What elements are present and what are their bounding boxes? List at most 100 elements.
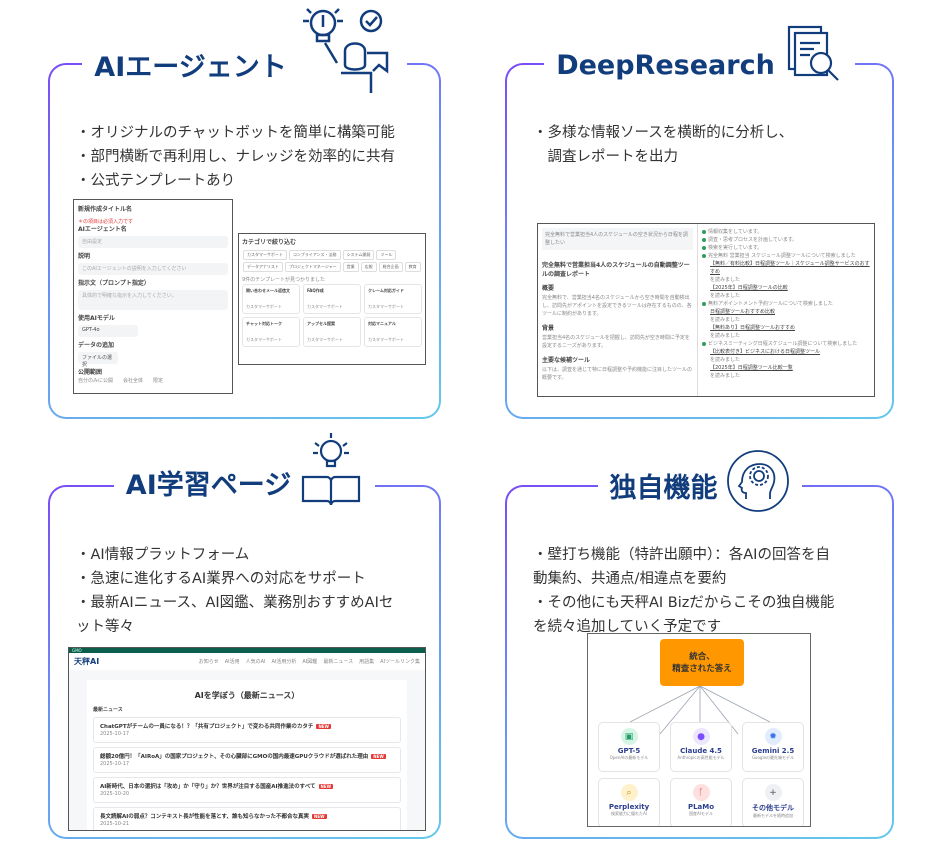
template-card-title: 対応マニュアル — [368, 321, 396, 326]
card-unique-features: 独自機能 ・壁打ち機能（特許出願中）：各AIの回答を自 動集約、共通点/相違点を… — [505, 450, 894, 839]
search-icon: ⌕ — [620, 784, 638, 801]
model-select[interactable]: GPT-4o — [78, 325, 138, 337]
read-note: を読みました — [710, 373, 741, 379]
data-label: データの追加 — [78, 342, 115, 349]
research-step: ビジネスミーティング日程スケジュール調整について検索しました — [702, 340, 870, 348]
nav-link[interactable]: AI活用 — [224, 658, 240, 665]
news-title-text: 長文読解AIの弱点？コンテキスト長が性能を落とす、誰も知らなかった不都合な真実 — [100, 814, 310, 820]
filter-chip[interactable]: カスタマーサポート — [243, 250, 287, 260]
lightbulb-book-icon — [302, 433, 361, 506]
plus-icon: + — [764, 784, 782, 801]
template-card-tag: カスタマーサポート — [368, 337, 404, 342]
model-desc: Googleの最先端モデル — [751, 755, 795, 760]
desc-input[interactable]: このAIエージェントの説明を入力してください — [78, 263, 228, 275]
research-query: 完全無料で営業担当4人のスケジュールの空き状況から日程を調整したい — [542, 228, 693, 250]
name-label: AIエージェント名 — [78, 226, 127, 233]
bullet: 調査レポートを出力 — [533, 149, 678, 165]
report-title: 完全無料で営業担当4人のスケジュールの自動調整ツールの調査レポート — [542, 262, 690, 278]
template-card[interactable]: 問い合わせメール返信文カスタマーサポート — [242, 284, 300, 314]
model-name: その他モデル — [752, 804, 794, 812]
filter-chip[interactable]: 営業 — [342, 262, 359, 272]
source-link[interactable]: 日程調整ツールおすすめ比較 — [710, 309, 776, 315]
model-desc: OpenAIの最新モデル — [609, 755, 649, 760]
filter-chip[interactable]: 広報 — [360, 262, 377, 272]
filter-chip[interactable]: 教育 — [404, 262, 421, 272]
news-title: AI新時代、日本の選択は「攻め」か「守り」か？世界が注目する国産AI推進法のすべ… — [100, 782, 394, 790]
news-item[interactable]: AI新時代、日本の選択は「攻め」か「守り」か？世界が注目する国産AI推進法のすべ… — [93, 777, 401, 803]
news-date: 2025-10-20 — [100, 791, 130, 797]
template-card[interactable]: アップセル提案カスタマーサポート — [303, 317, 361, 347]
step-done-icon — [702, 302, 706, 306]
template-card[interactable]: FAQ作成カスタマーサポート — [303, 284, 361, 314]
section-text: 完全無料で、営業担当4名のスケジュールから空き時間を自動検出し、訪問先がアポイン… — [542, 295, 692, 317]
card-title: DeepResearch — [556, 50, 775, 81]
template-card[interactable]: 対応マニュアルカスタマーサポート — [364, 317, 422, 347]
research-step: 検索を実行しています。 — [702, 244, 870, 252]
nav-link[interactable]: 用語集 — [359, 658, 375, 665]
news-item[interactable]: ChatGPTがチームの一員になる！？「共有プロジェクト」で変わる共同作業のカタ… — [93, 717, 401, 743]
brand-logo[interactable]: 天秤AI — [74, 657, 100, 666]
name-input[interactable]: 自由設定 — [78, 236, 228, 248]
card-title: AIエージェント — [94, 52, 287, 83]
model-label: 使用AIモデル — [78, 315, 115, 322]
section-heading: 主要な候補ツール — [542, 357, 591, 364]
bullet: ・その他にも天秤AI Bizだからこその独自機能 — [533, 595, 835, 611]
bullet: を続々追加していく予定です — [533, 619, 722, 635]
template-card[interactable]: クレーム対応ガイドカスタマーサポート — [364, 284, 422, 314]
scope-radio[interactable]: 会社全体 — [123, 378, 144, 384]
filter-chip[interactable]: データアナリスト — [243, 262, 283, 272]
nav-link[interactable]: AI活用分析 — [271, 658, 297, 665]
template-card-tag: カスタマーサポート — [307, 337, 343, 342]
source-link[interactable]: 【比較表付き】ビジネスにおける日程調整ツール — [710, 349, 821, 355]
nav-link[interactable]: AI図鑑 — [302, 658, 318, 665]
page-heading: AIを学ぼう（最新ニュース） — [194, 691, 300, 700]
nav-link[interactable]: AIツールリンク集 — [380, 658, 420, 665]
template-card-title: アップセル提案 — [307, 321, 335, 326]
filter-chip[interactable]: システム開発 — [342, 250, 375, 260]
card-title: AI学習ページ — [125, 470, 292, 501]
filter-chip[interactable]: 総合企画 — [378, 262, 403, 272]
news-title: ChatGPTがチームの一員になる！？「共有プロジェクト」で変わる共同作業のカタ… — [100, 722, 394, 730]
nav-link[interactable]: お知らせ — [198, 658, 219, 665]
bullet: ・AI情報プラットフォーム — [76, 547, 250, 563]
read-note: を読みました — [710, 277, 741, 283]
scope-radio[interactable]: 限定 — [153, 378, 164, 384]
model-desc: Anthropicの高性能モデル — [677, 755, 725, 760]
brain-icon: ● — [692, 728, 710, 745]
step-done-icon — [702, 342, 706, 346]
scope-radio[interactable]: 自分のみに公開 — [78, 378, 114, 384]
filter-chip[interactable]: コンプライアンス・法務 — [288, 250, 341, 260]
step-text: ビジネスミーティング日程スケジュール調整について検索しました — [708, 341, 858, 347]
bullet: ・急速に進化するAI業界への対応をサポート — [76, 571, 366, 587]
news-item[interactable]: 総額20億円！「AIRoA」の国家プロジェクト、その心臓部にGMOの国内最速GP… — [93, 747, 401, 773]
model-name: GPT-5 — [617, 747, 641, 755]
filter-chip[interactable]: プロジェクトマネージャー — [284, 262, 341, 272]
file-button[interactable]: ファイルの選択 — [78, 352, 118, 368]
news-title-text: AI新時代、日本の選択は「攻め」か「守り」か？世界が注目する国産AI推進法のすべ… — [100, 784, 316, 790]
news-date: 2025-10-17 — [100, 731, 130, 737]
nav-link[interactable]: 最新ニュース — [323, 658, 354, 665]
bullet: ・部門横断で再利用し、ナレッジを効率的に共有 — [76, 149, 395, 165]
nav-link[interactable]: 人気のAI — [245, 658, 266, 665]
source-link[interactable]: 【2025年】日程調整ツールの比較 — [710, 285, 788, 291]
template-card[interactable]: チャット対応トークカスタマーサポート — [242, 317, 300, 347]
source-link[interactable]: 【無料あり】日程調整ツールおすすめ — [710, 325, 796, 331]
news-date: 2025-10-21 — [100, 821, 130, 827]
section-text: 以下は、調査を通じて特に日程調整や予約機能に注目したツールの概要です。 — [542, 367, 693, 381]
model-name: PLaMo — [687, 803, 715, 811]
template-screenshot: カテゴリで絞り込む カスタマーサポートコンプライアンス・法務システム開発ツールデ… — [238, 233, 426, 365]
research-step: 調査・思考プロセスを計画しています。 — [702, 236, 870, 244]
source-link[interactable]: 【無料／有料比較】日程調整ツール｜スケジュール調整サービスのおすすめ — [710, 261, 870, 275]
model-name: Gemini 2.5 — [751, 747, 795, 755]
template-card-title: チャット対応トーク — [246, 321, 282, 326]
connector-lines — [629, 685, 771, 735]
filter-chip[interactable]: ツール — [376, 250, 397, 260]
card-title: 独自機能 — [609, 473, 718, 504]
source-link[interactable]: 【2025年】日程調整ツール比較一覧 — [710, 365, 793, 371]
bullet: ット等々 — [76, 619, 134, 635]
prompt-input[interactable]: 具体的で明確な指示を入力してください。 — [78, 290, 228, 310]
